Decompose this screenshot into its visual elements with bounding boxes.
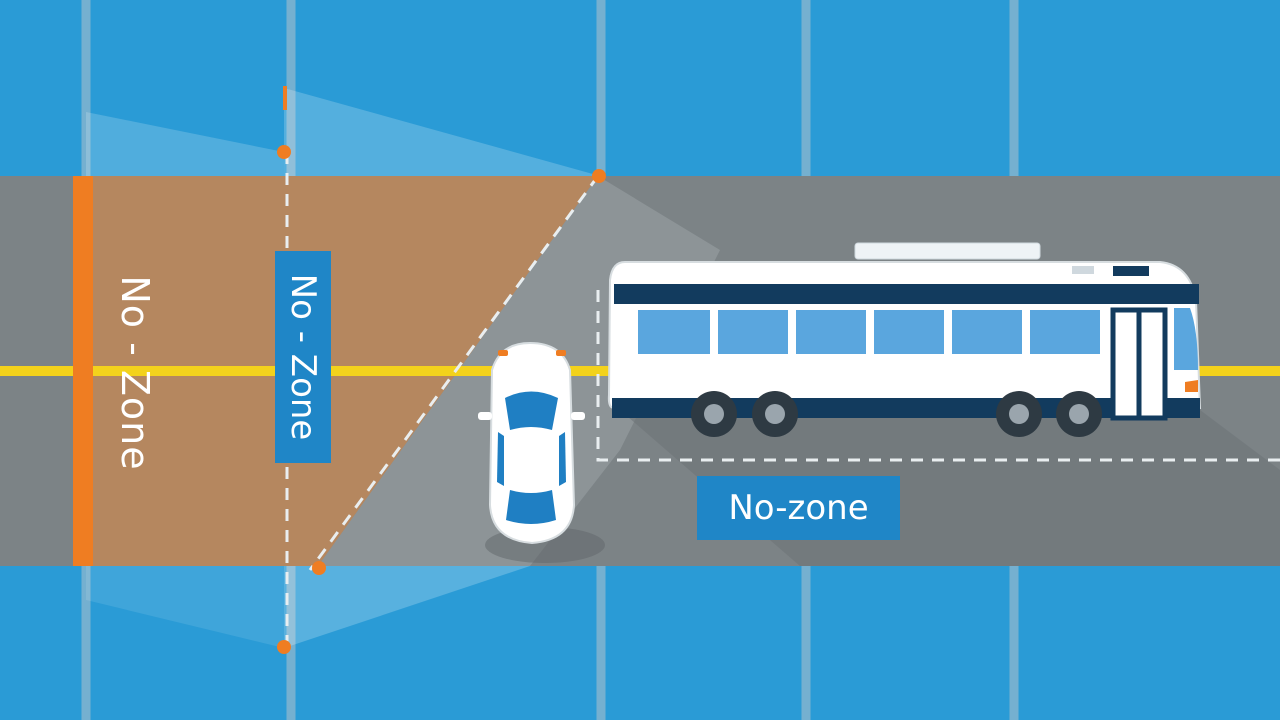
dashed-guides: [285, 152, 1280, 648]
no-zone-label-bottom: No-zone: [697, 476, 900, 540]
no-zone-label-middle-box: No - Zone: [275, 251, 331, 463]
upper-background: [0, 0, 1280, 176]
no-zone-label-middle: No - Zone: [283, 273, 323, 441]
car-icon: [478, 341, 605, 563]
corner-markers: [277, 145, 606, 654]
lower-background: [0, 566, 1280, 720]
sight-cone-lower: [284, 566, 530, 648]
panel-dividers: [81, 0, 1019, 720]
sight-cone-upper-left: [86, 112, 284, 176]
blind-zone-boundary: [73, 176, 93, 566]
sight-cone-lower-left: [86, 566, 284, 648]
sight-cone-upper-right: [284, 88, 600, 176]
no-zone-label-left: No - Zone: [113, 275, 157, 471]
bus-icon: [607, 242, 1202, 437]
